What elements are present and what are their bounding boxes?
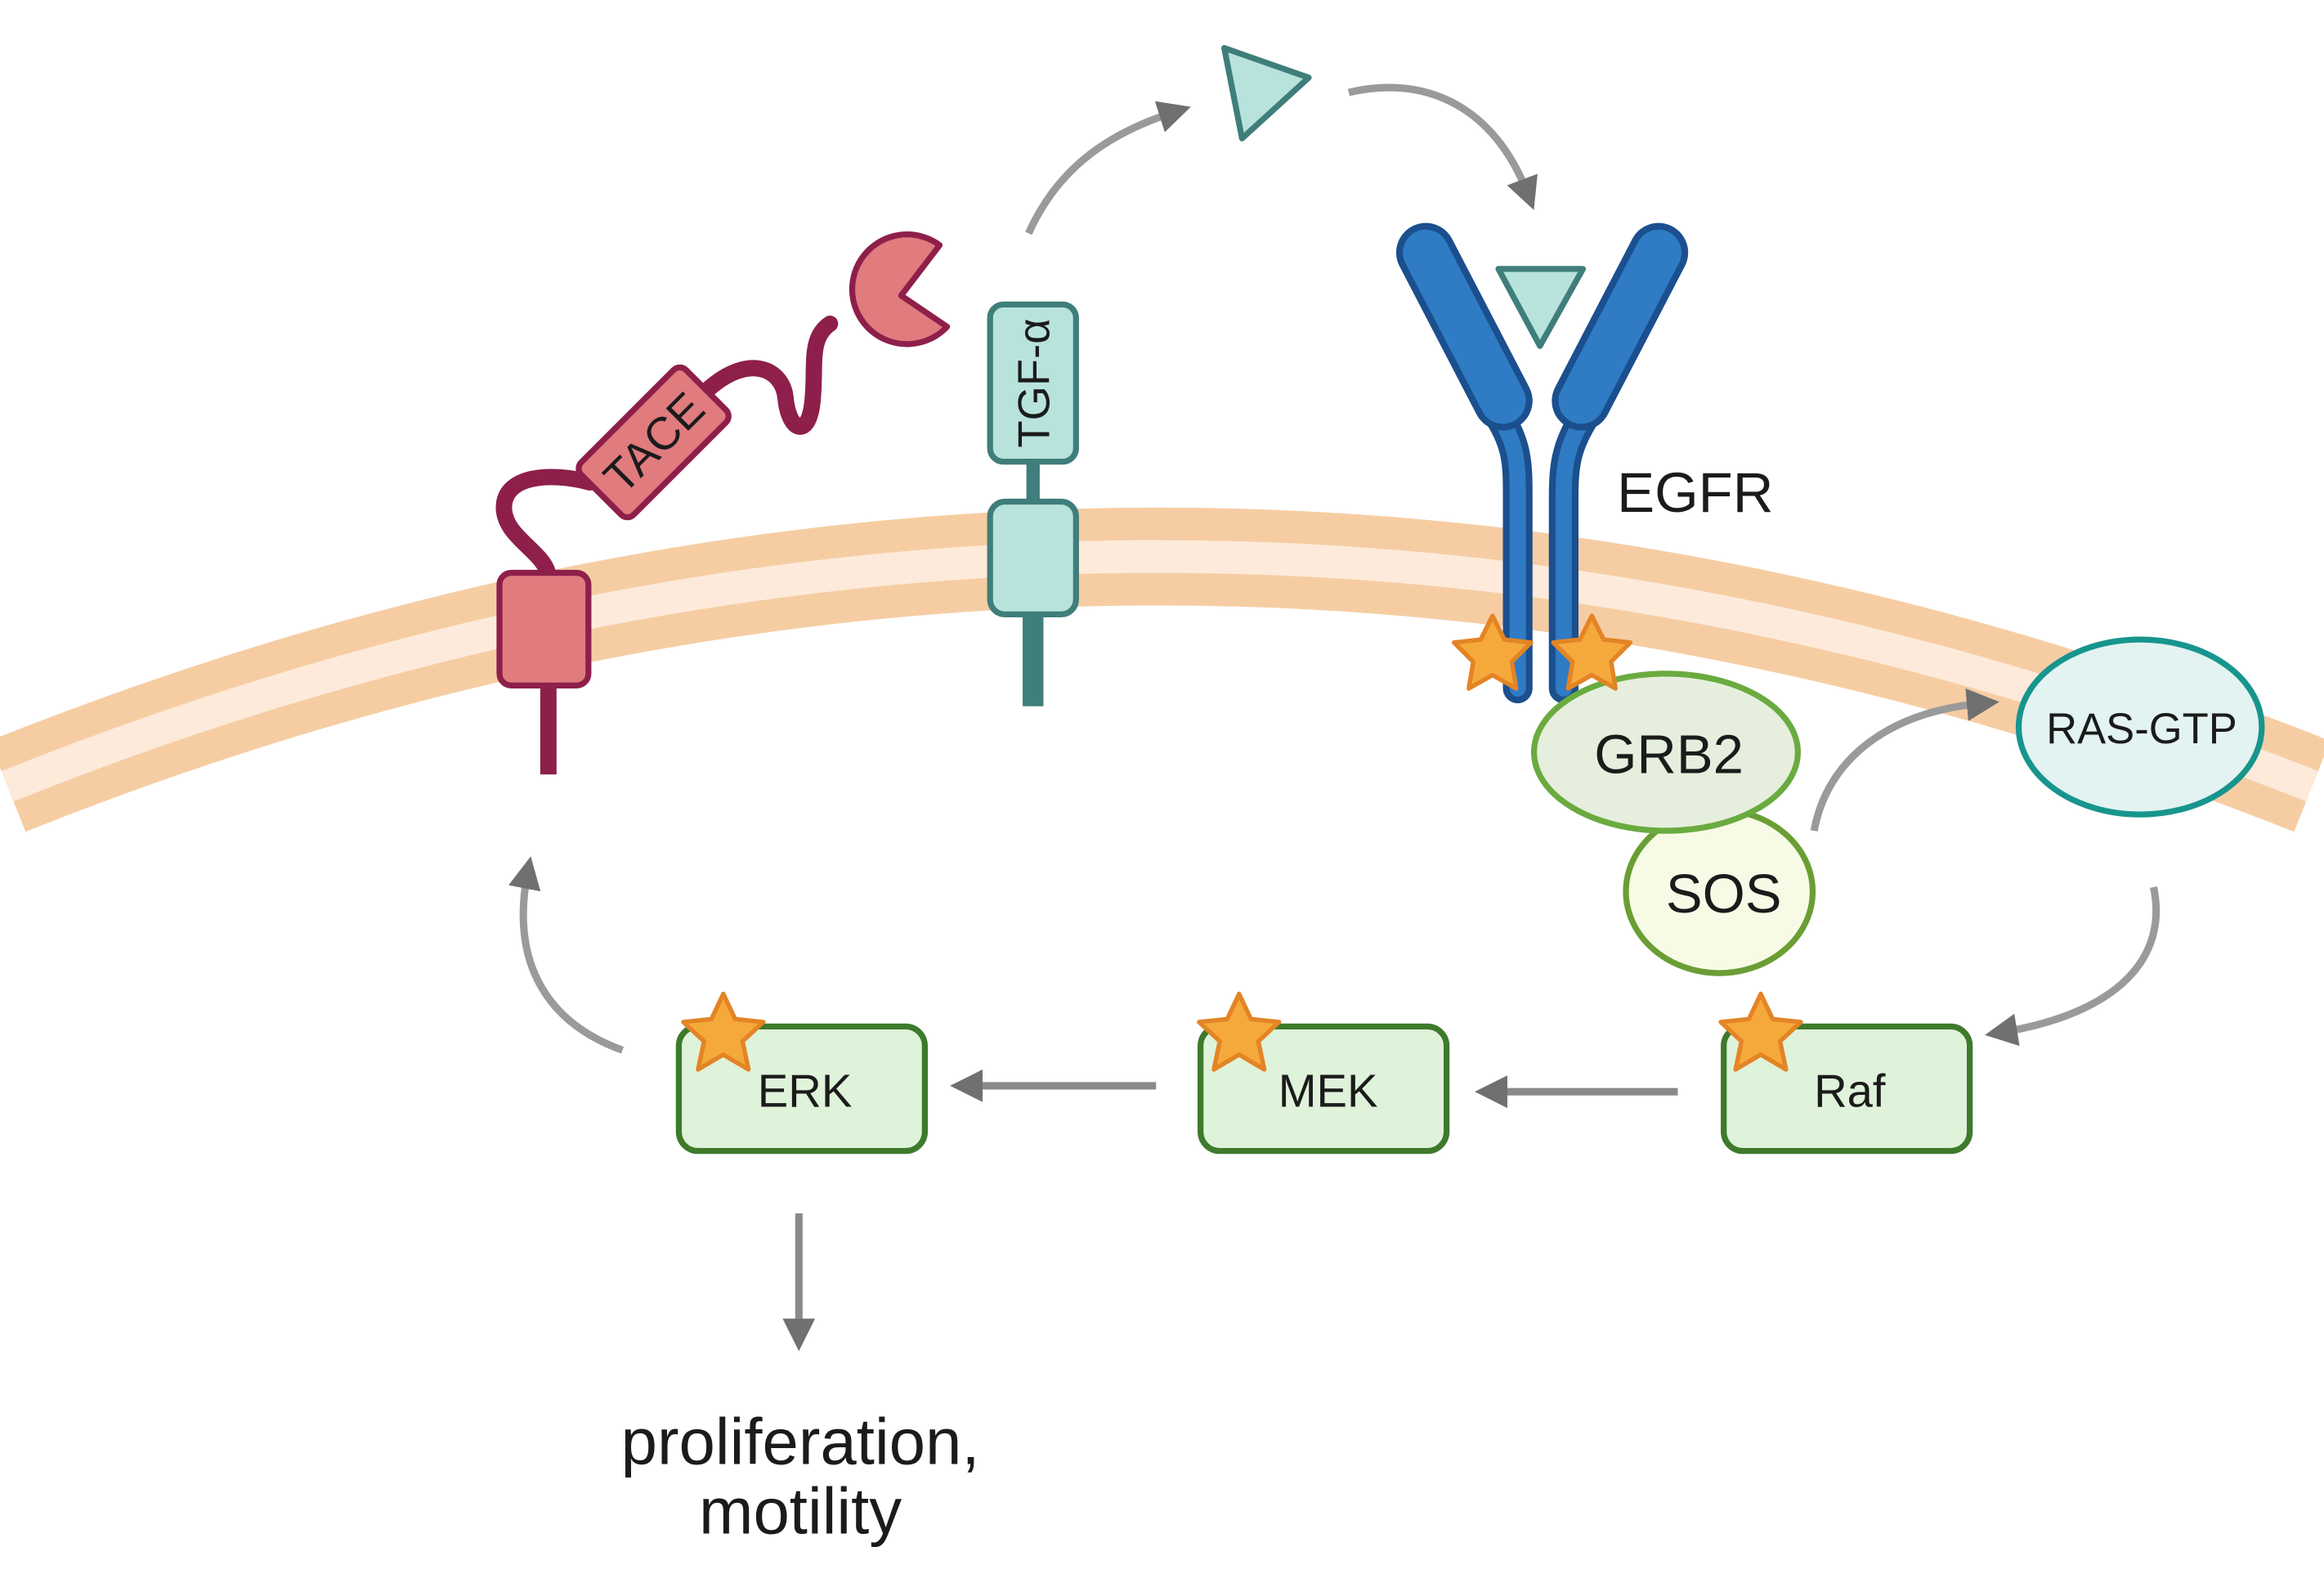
released-ligand-triangle xyxy=(1221,45,1312,141)
tace-domain xyxy=(575,364,732,521)
sos-label: SOS xyxy=(1666,863,1782,925)
ras-gtp-label: RAS-GTP xyxy=(2046,705,2237,753)
mek-label: MEK xyxy=(1278,1065,1378,1116)
outcome-line-1: proliferation, xyxy=(621,1405,980,1478)
tgf-ligand-domain xyxy=(987,301,1079,465)
egfr-phospho-star-left xyxy=(1451,613,1534,691)
tgf-transmembrane-domain xyxy=(987,498,1079,617)
tace-protein: TACE xyxy=(495,231,951,775)
binding-arrow xyxy=(1347,83,1538,210)
shedding-arrow xyxy=(1025,101,1191,235)
tgf-label: TGF-α xyxy=(1010,318,1059,447)
raf-phospho-star xyxy=(1718,991,1803,1072)
ras-to-raf-arrow xyxy=(1985,886,2161,1047)
egfr-phospho-star-right xyxy=(1551,613,1633,691)
bound-ligand-triangle xyxy=(1495,266,1587,349)
tace-transmembrane-domain xyxy=(496,569,592,688)
sos-to-ras-arrow xyxy=(1810,688,1999,832)
erk-label: ERK xyxy=(758,1065,853,1116)
outcome-line-2: motility xyxy=(699,1474,902,1547)
mek-phospho-star xyxy=(1197,991,1282,1072)
grb2-label: GRB2 xyxy=(1594,724,1744,785)
tace-pacman-domain xyxy=(849,231,951,348)
cell-membrane xyxy=(0,507,2324,832)
grb2-node xyxy=(1530,670,1801,834)
raf-label: Raf xyxy=(1814,1065,1886,1116)
egfr-label: EGFR xyxy=(1617,461,1773,524)
erk-to-tace-arrow xyxy=(508,856,625,1054)
erk-phospho-star xyxy=(681,991,766,1072)
egfr-receptor: EGFR xyxy=(1395,222,1773,704)
ras-gtp-node xyxy=(2015,636,2265,818)
tgf-alpha-protein: TGF-α xyxy=(987,301,1079,706)
